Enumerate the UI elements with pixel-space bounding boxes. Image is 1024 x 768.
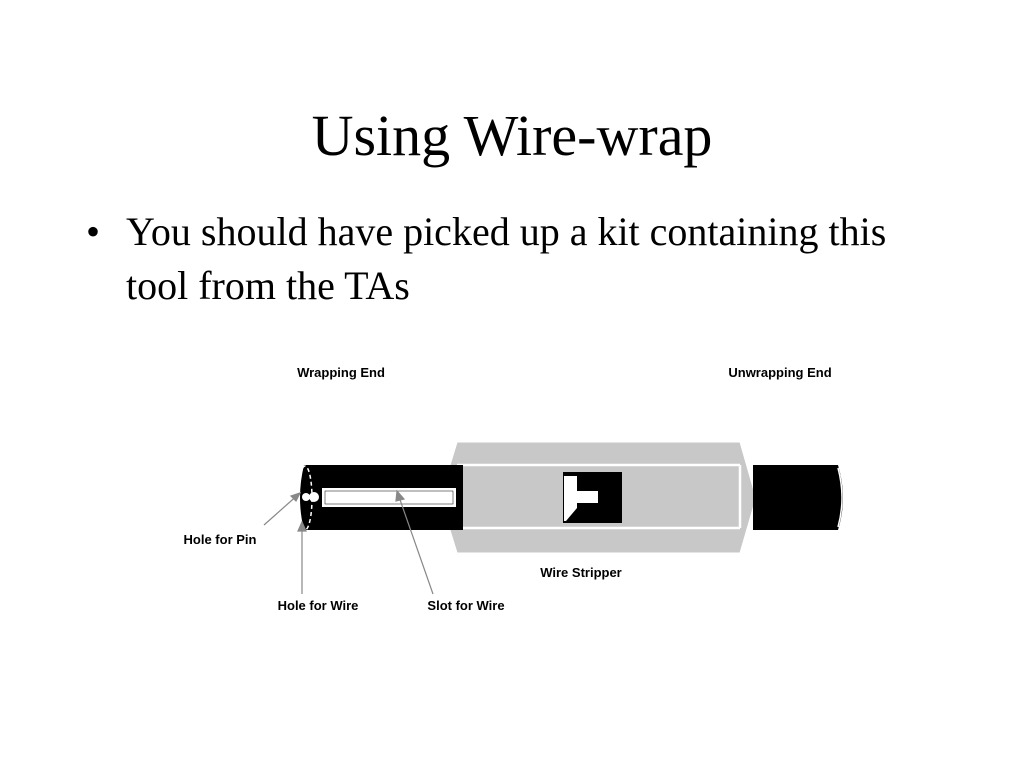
label-slot-for-wire: Slot for Wire: [427, 598, 504, 613]
label-hole-for-pin: Hole for Pin: [184, 532, 257, 547]
bullet-text: You should have picked up a kit containi…: [126, 209, 887, 308]
unwrapping-barrel: [753, 465, 843, 530]
label-unwrapping-end: Unwrapping End: [728, 365, 831, 380]
leader-slot-for-wire: [397, 493, 434, 595]
arrowhead-slot-for-wire: [395, 489, 406, 502]
stripper-notch-cutout: [564, 476, 598, 521]
arrowhead-hole-for-pin: [289, 491, 302, 503]
pin-hole-icon: [302, 493, 310, 501]
unwrapping-barrel-tip: [837, 467, 843, 528]
bullet-marker: •: [86, 209, 101, 254]
label-wrapping-end: Wrapping End: [297, 365, 385, 380]
wire-slot-inner: [324, 490, 454, 505]
label-wire-stripper: Wire Stripper: [540, 565, 622, 580]
label-hole-for-wire: Hole for Wire: [278, 598, 359, 613]
slide-title: Using Wire-wrap: [311, 103, 713, 168]
wire-hole-icon: [309, 492, 319, 502]
arrowhead-hole-for-wire: [297, 520, 307, 532]
